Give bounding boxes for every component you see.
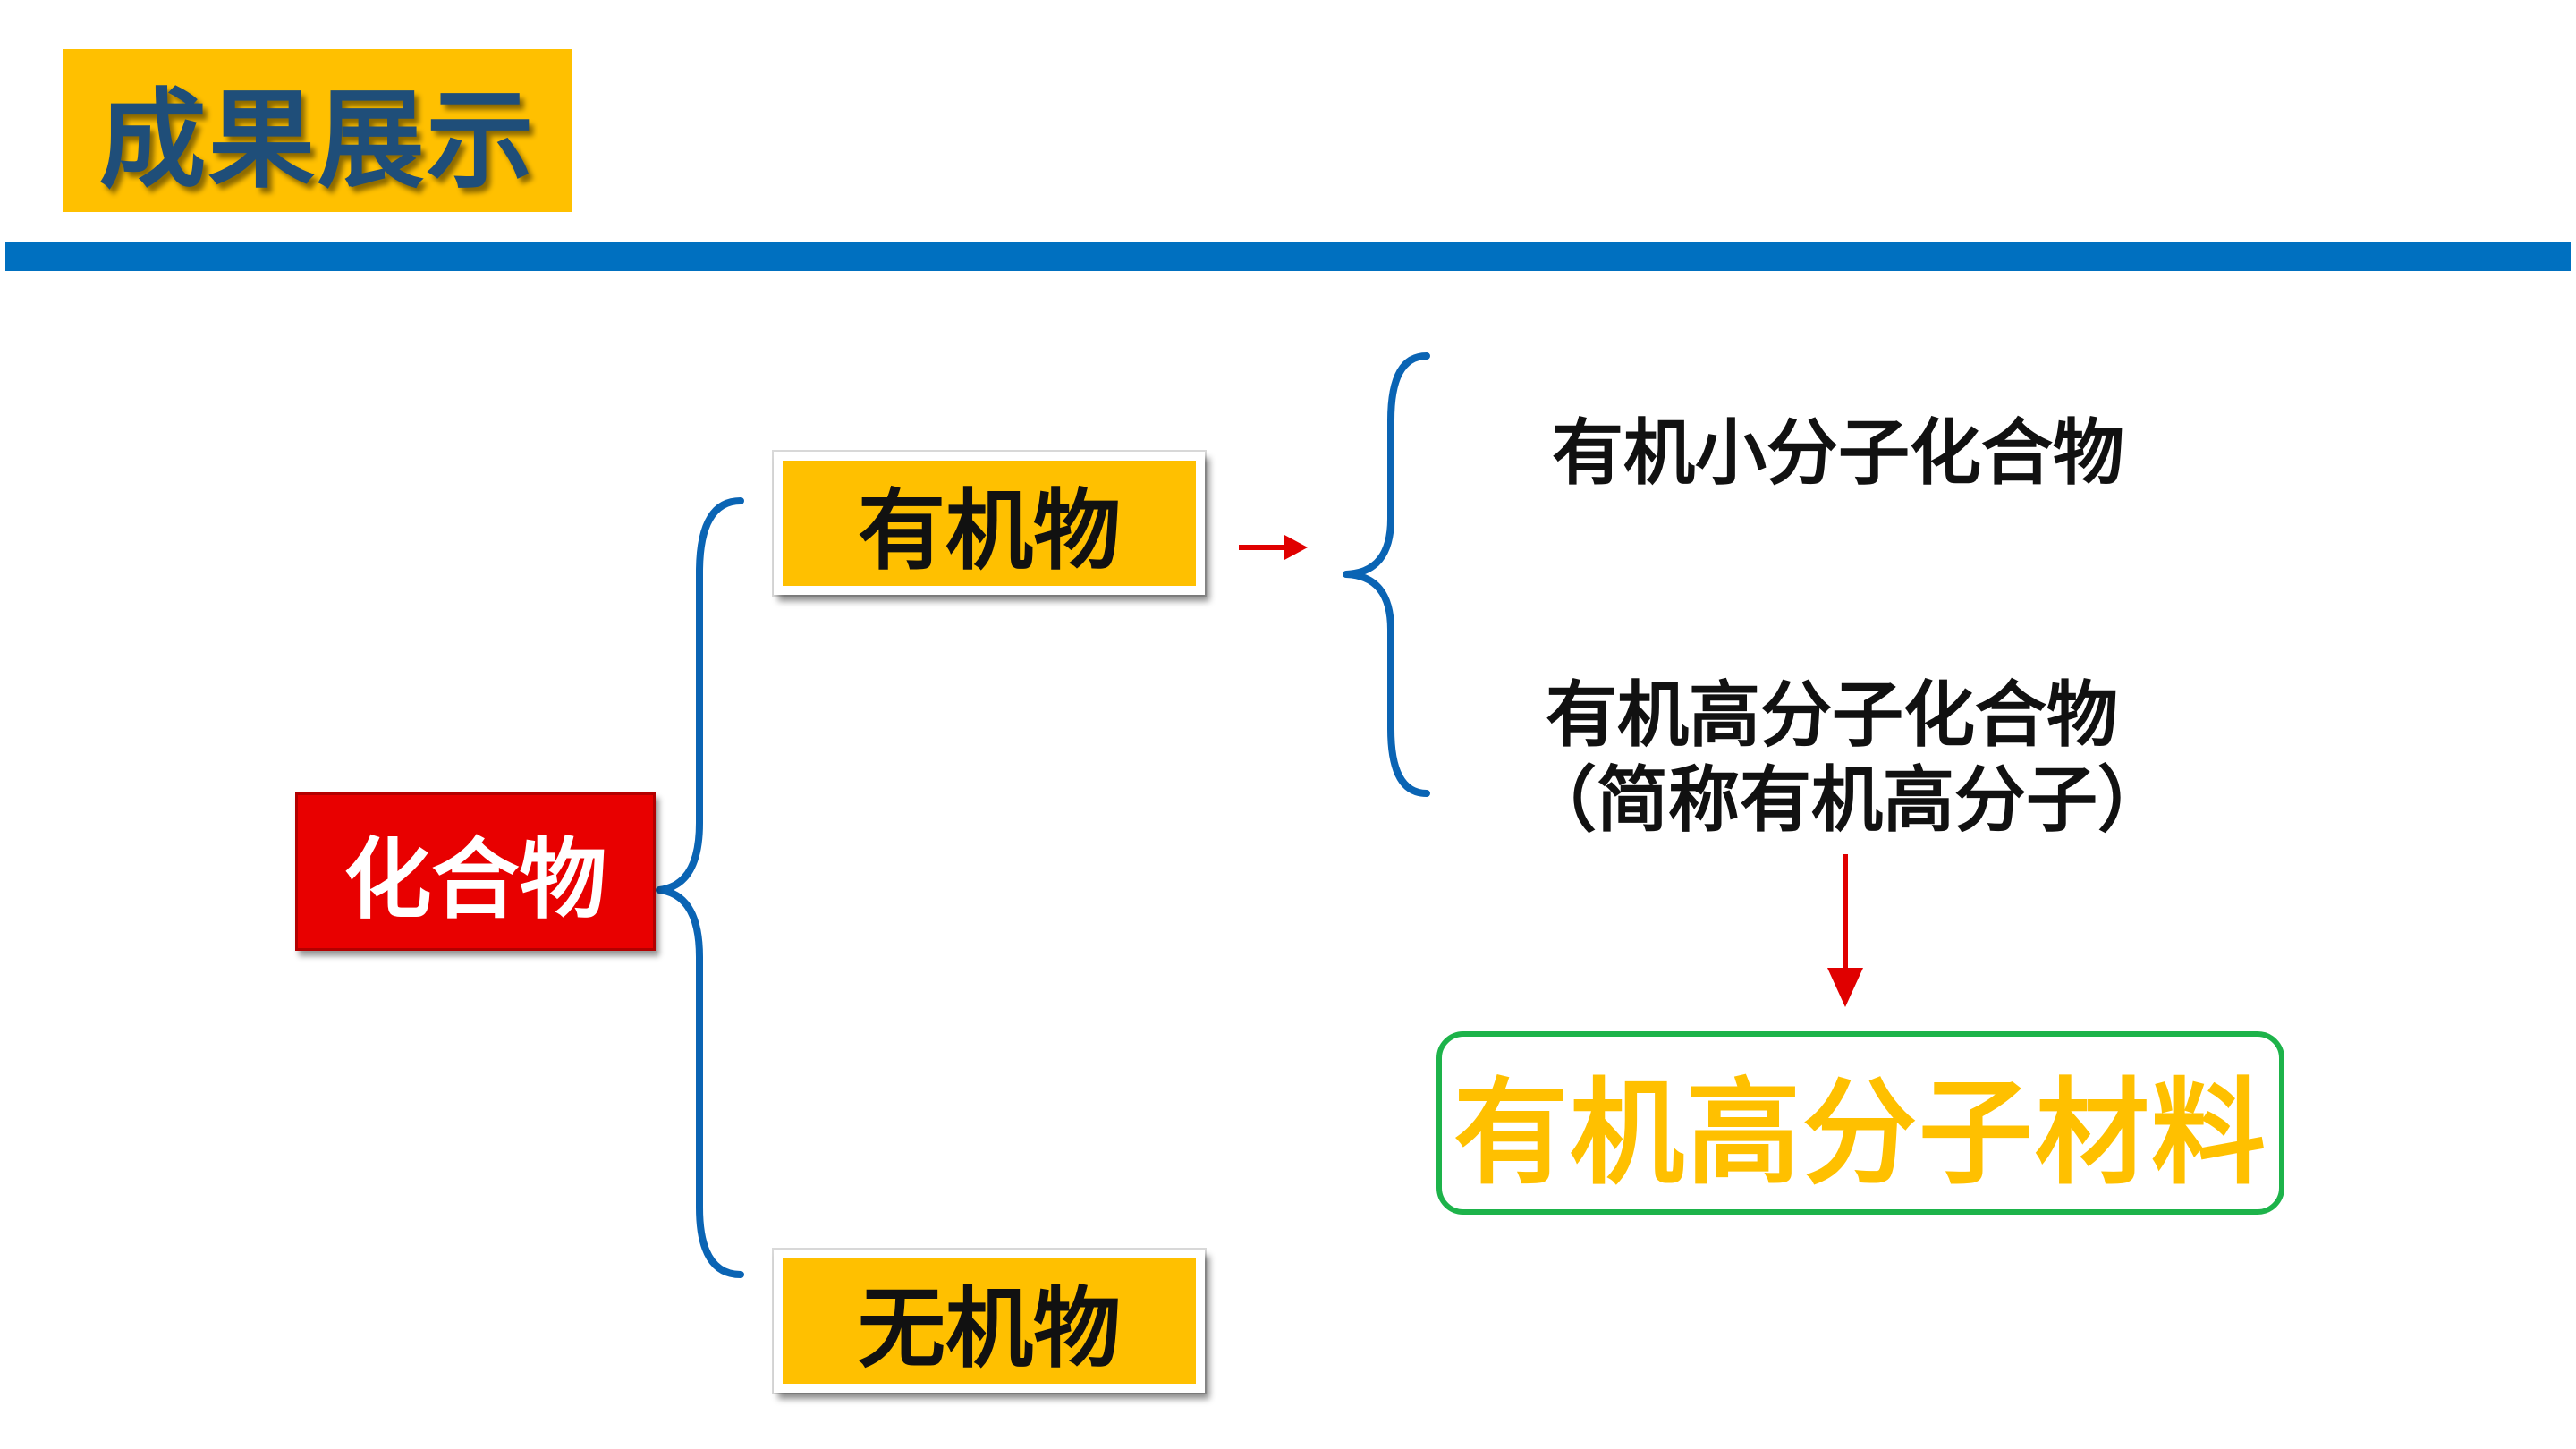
header-divider <box>5 242 2571 271</box>
node-organic-label: 有机物 <box>857 480 1121 582</box>
right-brace <box>1343 352 1430 797</box>
node-compound: 化合物 <box>295 792 656 951</box>
leaf-macromolecule: 有机高分子化合物 <box>1546 674 2118 757</box>
title-banner: 成果展示 <box>63 49 572 212</box>
node-organic: 有机物 <box>774 452 1205 595</box>
leaf-small-molecule: 有机小分子化合物 <box>1552 411 2124 495</box>
node-compound-label: 化合物 <box>343 828 607 931</box>
leaf-macromolecule-abbrev: （简称有机高分子） <box>1525 758 2169 842</box>
node-inorganic-label: 无机物 <box>857 1278 1121 1380</box>
left-brace <box>656 497 744 1278</box>
arrow-right <box>1239 535 1308 560</box>
result-box: 有机高分子材料 <box>1436 1031 2284 1215</box>
arrow-down <box>1827 854 1863 1007</box>
page-title: 成果展示 <box>98 79 536 203</box>
node-inorganic: 无机物 <box>774 1250 1205 1393</box>
result-label: 有机高分子材料 <box>1453 1067 2267 1200</box>
